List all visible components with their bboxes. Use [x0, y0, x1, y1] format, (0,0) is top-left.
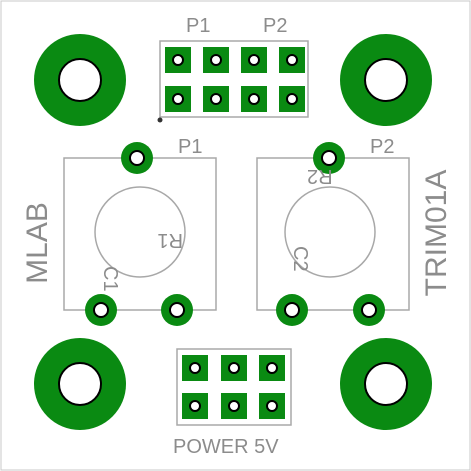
c2-label: C2	[289, 246, 311, 272]
header-top-outline	[159, 40, 309, 118]
brand-label: MLAB	[21, 202, 54, 284]
mounting-hole-bottom-right	[340, 338, 432, 430]
board-name-label: TRIM01A	[420, 170, 453, 297]
trimmer-left-label: P1	[178, 136, 202, 158]
r1-label: R1	[157, 229, 183, 251]
header-power-outline	[176, 348, 292, 426]
power-label: POWER 5V	[173, 436, 279, 458]
trimmer-left	[63, 142, 217, 326]
mounting-hole-top-left	[34, 34, 126, 126]
trimmer-right	[256, 142, 410, 326]
header-top-pads	[165, 47, 305, 112]
trimmer-right-label: P2	[370, 136, 394, 158]
pin1-marker	[157, 117, 163, 123]
header-label-p2: P2	[263, 15, 287, 37]
header-label-p1: P1	[186, 15, 210, 37]
mounting-hole-bottom-left	[34, 338, 126, 430]
c1-label: C1	[99, 266, 121, 292]
header-power-pads	[182, 355, 285, 419]
r2-label: R2	[307, 165, 333, 187]
mounting-hole-top-right	[340, 34, 432, 126]
